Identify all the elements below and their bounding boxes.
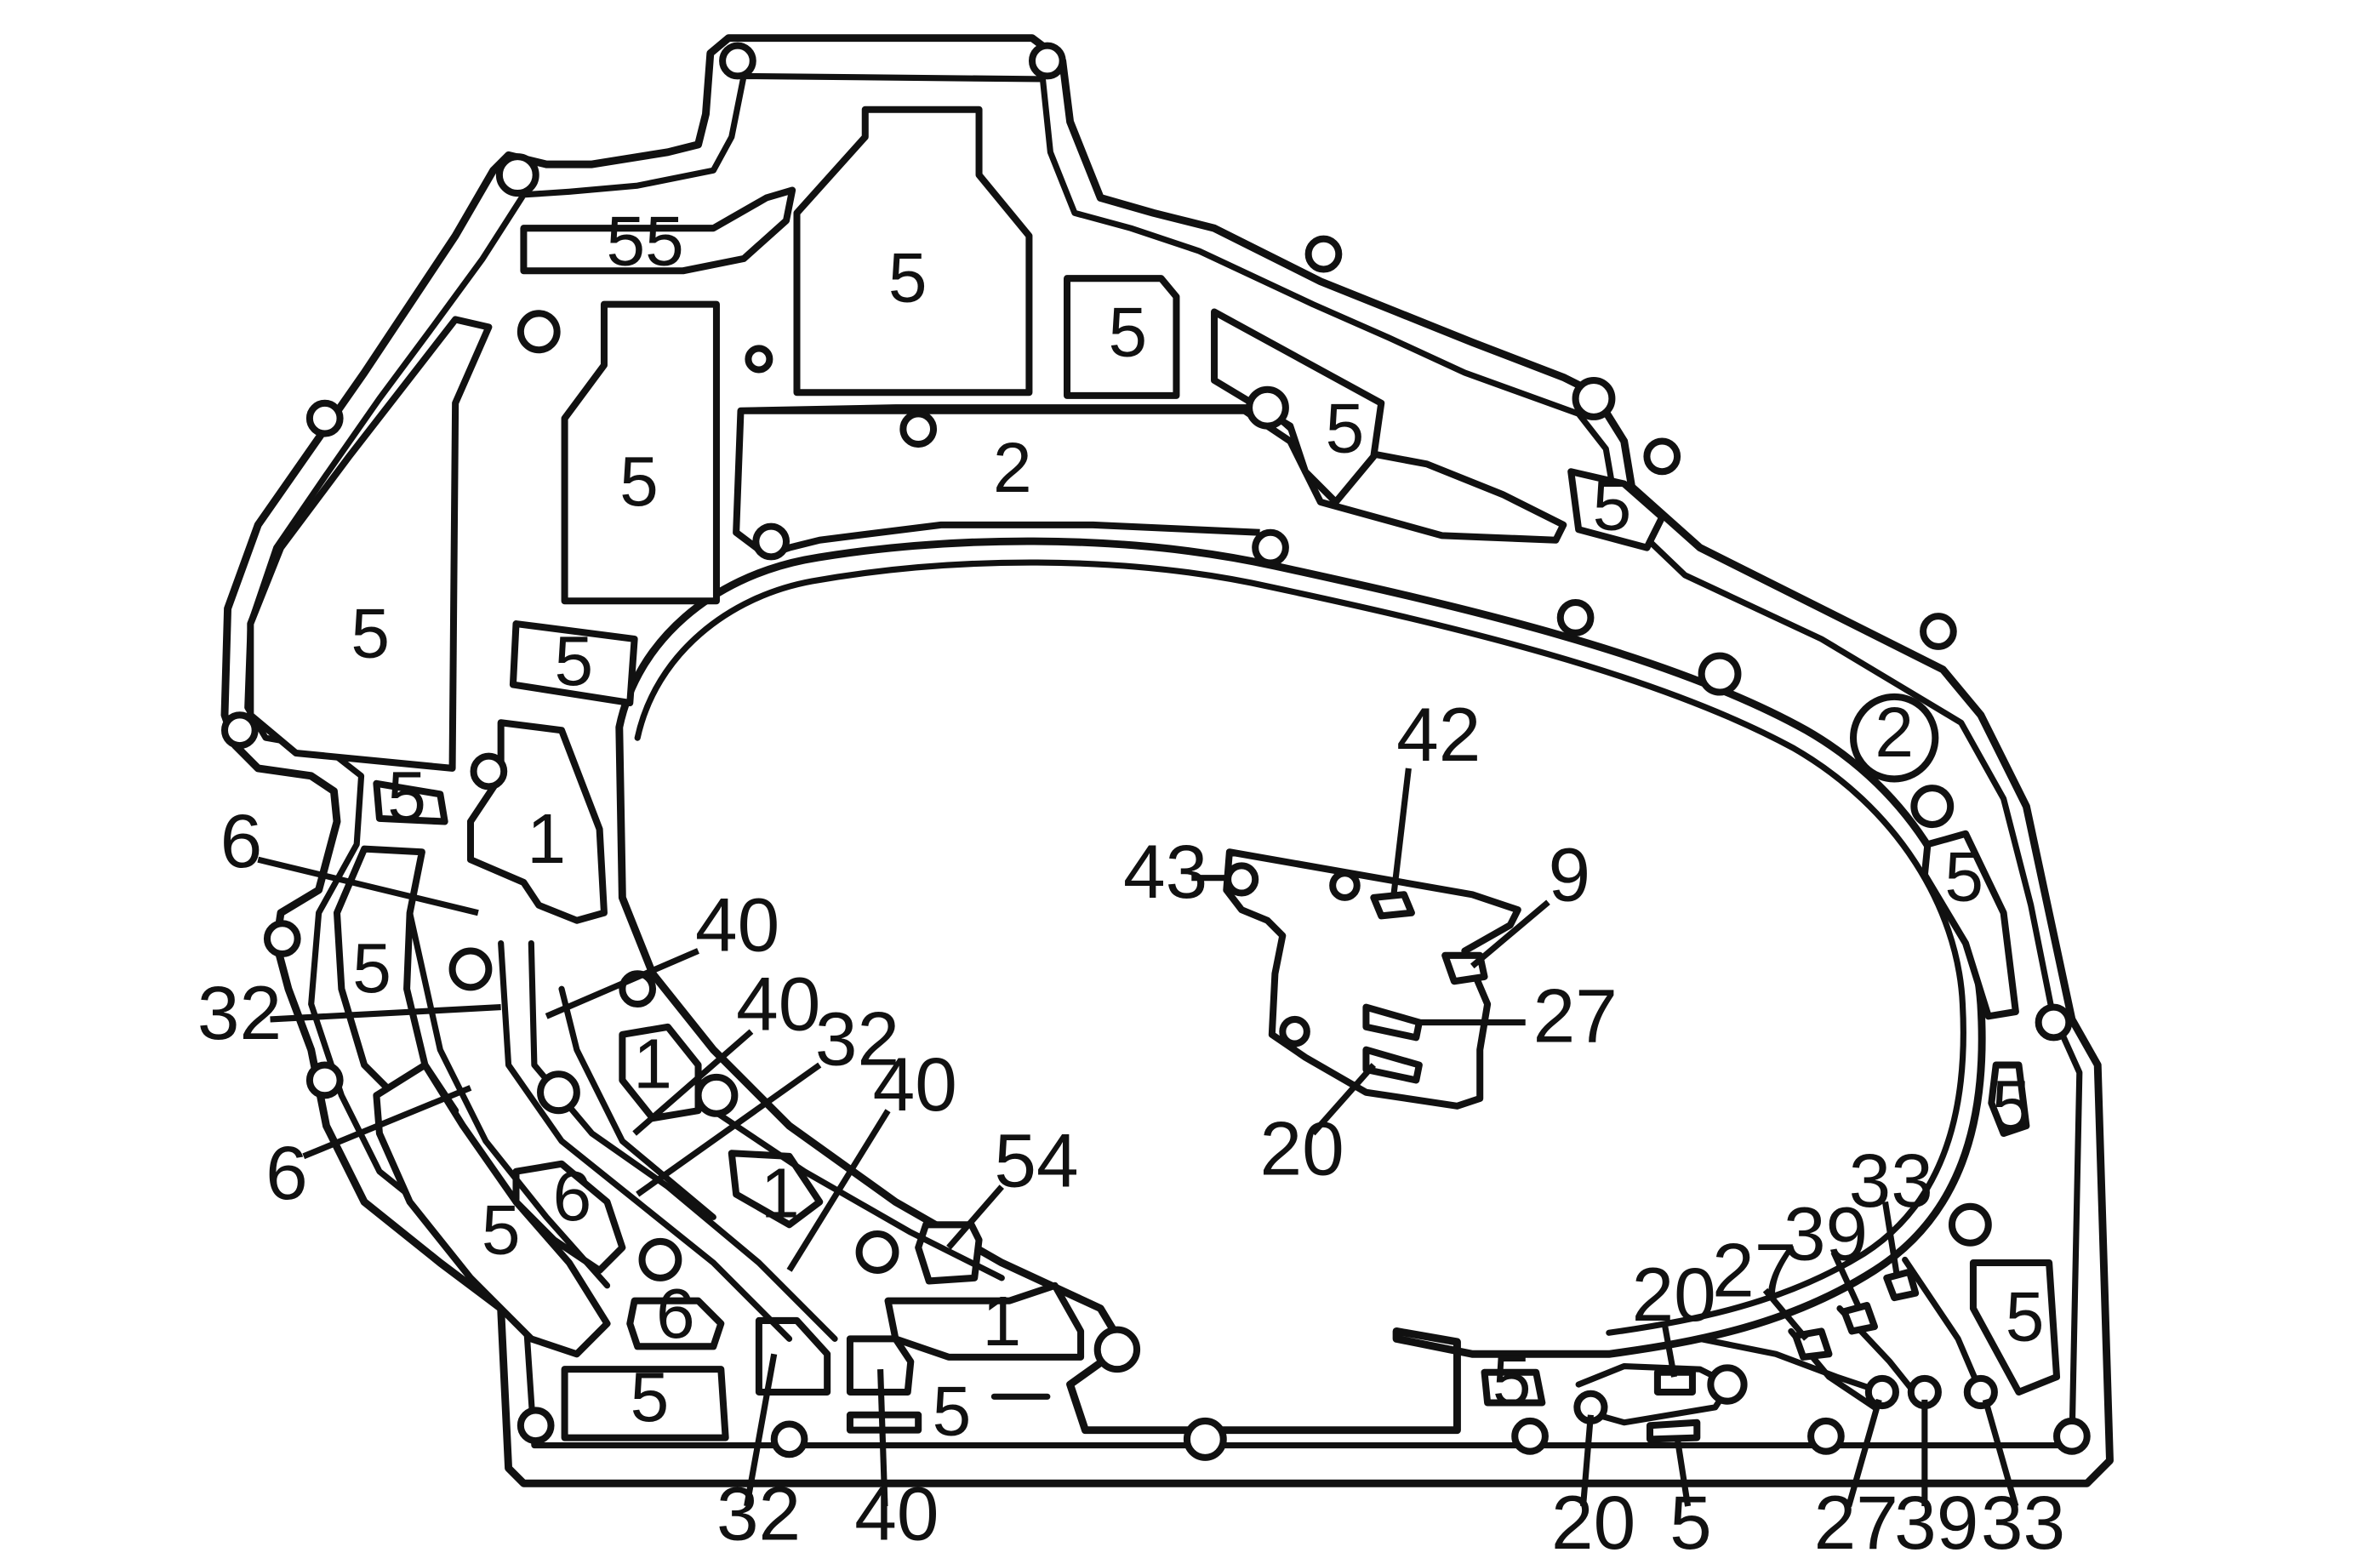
valve-slot xyxy=(1362,1046,1423,1084)
inner-label: 55 xyxy=(606,203,683,280)
callout-label: 40 xyxy=(695,882,779,967)
valve-slot xyxy=(1841,1302,1879,1335)
callout-labels: 42 43 9 27 20 6 32 6 40 40 32 40 54 32 4… xyxy=(197,692,2065,1564)
inner-label: 6 xyxy=(656,1276,695,1353)
channel-line xyxy=(528,939,838,1342)
callout-label: 27 xyxy=(1533,973,1618,1059)
inner-label: 5 xyxy=(554,623,593,700)
channel-line xyxy=(407,910,611,1289)
inner-label: 5 xyxy=(1492,1342,1532,1419)
pocket-right-slant-5 xyxy=(1211,308,1385,506)
inner-label: 5 xyxy=(387,758,426,836)
pocket-diag-5-left xyxy=(247,316,493,772)
inner-label: 2 xyxy=(1875,694,1914,772)
central-opening-inner-rim xyxy=(634,559,1966,1336)
inner-label: 2 xyxy=(993,430,1032,507)
pocket-tiny-5-left xyxy=(373,779,448,825)
callout-label: 40 xyxy=(854,1470,939,1555)
pocket-upper-5 xyxy=(793,106,1033,397)
inner-label: 5 xyxy=(631,1359,670,1436)
pocket-6-mid xyxy=(512,1160,626,1274)
inner-label: 5 xyxy=(1326,390,1365,467)
inner-label: 5 xyxy=(1593,467,1632,545)
pocket-5-tiny-bottom xyxy=(1481,1368,1546,1407)
callout-label: 6 xyxy=(220,798,263,883)
valve-slot xyxy=(1883,1268,1920,1302)
callout-label: 27 xyxy=(1814,1480,1898,1564)
pocket-6-low xyxy=(626,1297,725,1350)
callout-label: 20 xyxy=(1260,1105,1344,1190)
inner-label: 1 xyxy=(633,1026,672,1104)
channel-line xyxy=(498,939,793,1342)
valve-slot xyxy=(1646,1418,1701,1443)
pocket-left-tall-5 xyxy=(561,300,720,605)
callout-label: 20 xyxy=(1551,1480,1635,1564)
callout-label: 32 xyxy=(716,1470,801,1555)
callout-label: 9 xyxy=(1548,831,1590,916)
inner-label: 5 xyxy=(888,239,927,317)
pocket-5-right-low xyxy=(1969,1259,2061,1396)
callout-label: 6 xyxy=(265,1130,308,1215)
inner-label: 5 xyxy=(1944,839,1983,916)
callout-label: 32 xyxy=(197,970,282,1055)
channel-line xyxy=(1697,1335,1886,1396)
pocket-bottom-5 xyxy=(561,1366,729,1441)
callout-label: 40 xyxy=(873,1042,957,1127)
callout-label: 27 xyxy=(1712,1227,1796,1312)
pocket-32-bottom xyxy=(755,1316,831,1396)
valve-slot xyxy=(1653,1368,1696,1396)
callout-label: 39 xyxy=(1894,1480,1978,1564)
callout-label: 42 xyxy=(1396,692,1481,777)
pocket-small-5-b xyxy=(509,620,638,707)
inner-labels: 55 5 5 5 5 5 5 2 5 5 2 1 5 5 5 1 6 1 5 6… xyxy=(351,203,2044,1450)
pocket-5-right-mid xyxy=(1988,1061,2030,1138)
callout-label: 54 xyxy=(994,1117,1078,1202)
callout-label: 33 xyxy=(1849,1138,1933,1223)
callout-label: 40 xyxy=(736,961,820,1046)
inner-label: 1 xyxy=(527,801,566,878)
callout-label: 5 xyxy=(1669,1480,1712,1564)
leader-lines xyxy=(257,768,2019,1508)
inner-label: 5 xyxy=(351,596,390,673)
inner-label: 5 xyxy=(933,1373,972,1450)
inner-label: 5 xyxy=(619,443,659,521)
channel-line xyxy=(558,985,716,1220)
inner-label: 1 xyxy=(982,1283,1021,1361)
pocket-1-bottom xyxy=(884,1281,1085,1361)
channel-line xyxy=(710,1107,1005,1281)
callout-label: 32 xyxy=(815,996,899,1081)
callout-label: 39 xyxy=(1784,1190,1868,1276)
callout-label: 20 xyxy=(1632,1252,1716,1337)
pocket-40-bottom xyxy=(846,1335,915,1396)
bolt-holes xyxy=(220,42,2091,1461)
pocket-55 xyxy=(520,186,796,275)
channel-line xyxy=(1902,1256,1984,1396)
inner-label: 5 xyxy=(2006,1278,2045,1356)
valve-slot xyxy=(1362,1003,1423,1042)
inner-label: 5 xyxy=(1992,1067,2031,1144)
callout-label: 43 xyxy=(1123,829,1207,914)
inner-label: 6 xyxy=(553,1158,592,1236)
callout-label: 33 xyxy=(1981,1480,2065,1564)
pocket-tiny-5-right xyxy=(1567,468,1666,551)
inner-label: 5 xyxy=(1109,294,1148,372)
valve-slot xyxy=(1370,891,1415,920)
pocket-small-5 xyxy=(1063,275,1180,399)
inner-label: 5 xyxy=(482,1191,521,1269)
inner-label: 5 xyxy=(352,930,391,1007)
pocket-5-right-upper xyxy=(1921,830,2019,1020)
inner-label: 1 xyxy=(761,1156,800,1233)
